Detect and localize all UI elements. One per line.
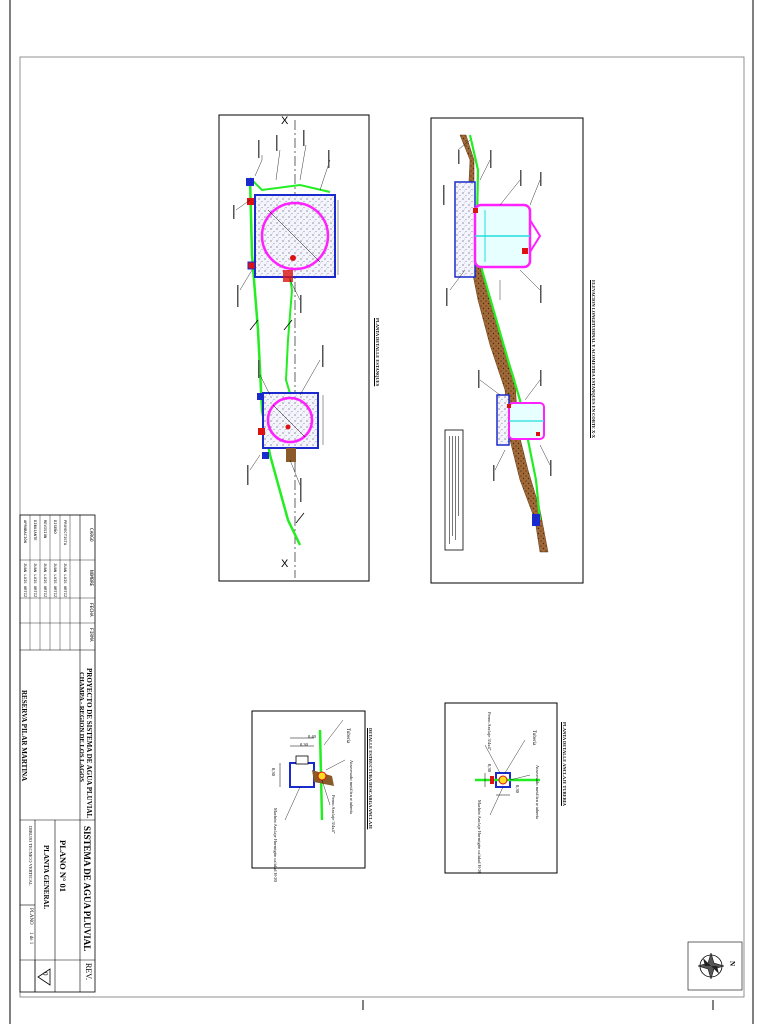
detail-right-dim-2: 0,30 xyxy=(515,785,520,793)
project-line-2: CHAMPA - REGION DE LOS LAGOS xyxy=(78,672,85,782)
title-block xyxy=(19,514,96,993)
plan-name: PLANTA GENERAL xyxy=(42,845,50,910)
detail-right-label-machon: Machón Anclaje Hormigón calidad H-20 xyxy=(477,800,482,874)
table-row-nombre: JUAN LUIS ORTIZ xyxy=(63,563,68,598)
plan-view-caption: PLANTA DETALLE ESTANQUES xyxy=(375,318,380,387)
table-row-nombre: JUAN LUIS ORTIZ xyxy=(23,563,28,598)
drawing-frame xyxy=(19,56,745,998)
small-tank-ring xyxy=(266,396,314,444)
detail-left-label-perno: Perno Anclaje 3/4x4" xyxy=(331,795,336,834)
detail-left-panel xyxy=(251,710,366,869)
section-mark-top: X xyxy=(281,115,289,127)
scale-value: DIBUJO TECNICO VERTICAL xyxy=(28,826,33,886)
detail-right-label-perno: Perno Anclaje 3/4x4" xyxy=(487,712,492,751)
system-title: SISTEMA DE AGUA PLUVIAL xyxy=(82,826,92,952)
detail-left-label-atravesado: Atravesado metálico ø tubería xyxy=(349,760,354,815)
table-row-cargo: APROBACIÓN xyxy=(23,520,28,543)
detail-right-caption: PLANTA DETALLE ANCLAJE TUBERIA xyxy=(562,722,567,806)
section-view-panel xyxy=(430,117,584,584)
table-row-cargo: DISEÑO xyxy=(53,520,58,534)
plan-number: PLANO N° 01 xyxy=(58,840,68,893)
detail-left-label-tuberia: Tubería xyxy=(345,728,350,744)
section-mark-bottom: X xyxy=(281,558,289,570)
table-row-cargo: PROYECTISTA xyxy=(63,520,68,546)
detail-right-dim-1: 0,30 xyxy=(487,764,492,772)
table-row-cargo: DIBUJANTE xyxy=(33,520,38,541)
detail-left-dim-2: 0,30 xyxy=(300,742,308,747)
detail-right-label-tuberia: Tubería xyxy=(531,730,536,746)
table-row-nombre: JUAN LUIS ORTIZ xyxy=(53,563,58,598)
table-row-nombre: JUAN LUIS ORTIZ xyxy=(43,563,48,598)
detail-left-dim-3: 0,30 xyxy=(271,768,276,776)
large-tank-slab xyxy=(254,194,336,278)
table-header-firma: FIRMA xyxy=(88,628,93,642)
sheet-label: PLANO xyxy=(28,908,33,925)
detail-left-dim-1: 0,40 xyxy=(308,734,316,739)
large-tank-ring xyxy=(260,201,330,271)
table-row-nombre: JUAN LUIS ORTIZ xyxy=(33,563,38,598)
rev-label: REV. xyxy=(84,963,93,980)
table-row-cargo: REVISIÓN xyxy=(43,520,48,539)
table-header-nombre: NOMBRE xyxy=(88,570,93,587)
project-line-1: PROYECTO DE SISTEMA DE AGUA PLUVIAL xyxy=(85,668,93,819)
detail-right-panel xyxy=(444,702,558,874)
detail-right-label-atravesado: Atravesado metálico ø tubería xyxy=(535,765,540,820)
north-label: N xyxy=(728,961,736,967)
plan-view-panel xyxy=(218,114,370,582)
sheet-value: 1 de 1 xyxy=(28,932,33,945)
rev-value: 0 xyxy=(41,972,49,976)
detail-left-label-machon: Machón Anclaje Hormigón calidad H-20 xyxy=(273,808,278,882)
small-tank-slab xyxy=(262,392,319,449)
section-view-caption: ELEVACION LONGITUDINAL Y ACOMETIDA ESTAN… xyxy=(591,280,596,438)
detail-left-caption: DETALLE ESTRUCTURA DESCARGA ANCLAJE xyxy=(368,728,373,830)
section-note-box xyxy=(444,429,464,551)
table-header-fecha: FECHA xyxy=(88,603,93,617)
north-arrow-icon xyxy=(687,941,743,991)
reserve-label: RESERVA PILAR MARTINA xyxy=(20,690,28,782)
table-header-cargo: CARGO xyxy=(88,528,93,542)
